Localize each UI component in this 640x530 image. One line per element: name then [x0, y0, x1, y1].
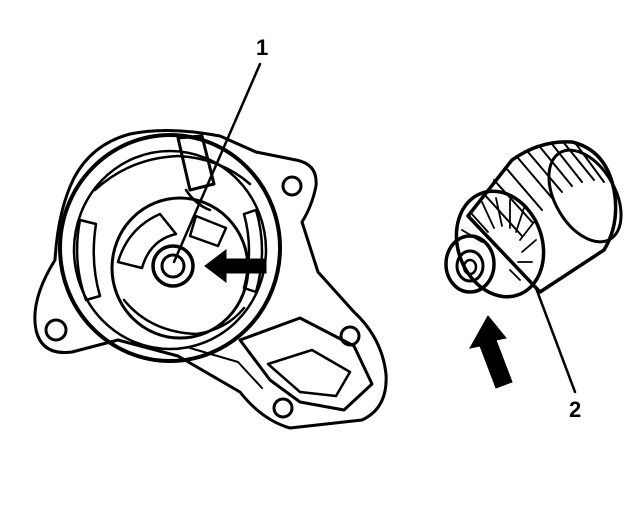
gear-housing-detail [266, 348, 352, 398]
housing-outer-ring [58, 133, 282, 363]
pole-piece-left [75, 218, 102, 302]
pole-piece-top [93, 154, 252, 192]
center-bushing-outer [151, 244, 195, 288]
shaft-collar [444, 234, 496, 294]
callout-2-label: 2 [569, 397, 581, 422]
commutator-segments [461, 197, 537, 281]
brush-plate-cutout [116, 212, 178, 270]
pole-piece-right [242, 208, 264, 294]
arrow-up [469, 315, 513, 389]
armature-assembly [444, 140, 623, 389]
mount-hole-upper-right [281, 175, 303, 197]
housing-inner-ring [72, 149, 268, 351]
strap-curve [184, 188, 212, 212]
callout-1-label: 1 [256, 35, 268, 60]
gear-housing-edge [189, 347, 263, 389]
callout-1: 1 [172, 35, 268, 264]
arrow-left [204, 248, 267, 284]
callout-1-leader [172, 62, 262, 264]
brush-plate-slot [188, 214, 228, 248]
mount-hole-bottom [272, 397, 294, 419]
brush-plate-lower-arc [122, 298, 246, 336]
callout-2: 2 [534, 286, 581, 422]
strap [176, 134, 216, 192]
mount-hole-lower-left [44, 318, 68, 342]
armature-windings [483, 142, 605, 237]
shaft-end-outer [455, 249, 485, 283]
callout-2-leader [534, 286, 577, 394]
center-bushing-inner [160, 253, 186, 279]
housing-flange [33, 128, 388, 430]
housing-assembly [33, 128, 388, 430]
gear-housing-nose [238, 316, 374, 412]
commutator-face [454, 189, 546, 299]
shaft-end-inner [462, 258, 478, 276]
